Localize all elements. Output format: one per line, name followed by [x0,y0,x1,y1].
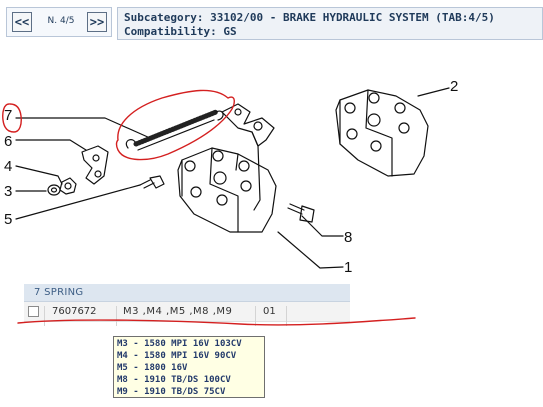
pagination: << N. 4/5 >> [6,7,112,37]
spring-part [125,109,224,151]
callout-3: 3 [4,183,12,200]
tooltip-line: M4 - 1580 MPI 16V 90CV [117,351,237,361]
compatibility-row: Compatibility: GS [124,25,237,38]
leader-line-5 [15,184,141,220]
subcategory-label: Subcategory: [124,11,204,24]
model-tooltip: M3 - 1580 MPI 16V 103CV M4 - 1580 MPI 16… [113,336,265,398]
header-bar: << N. 4/5 >> Subcategory: 33102/00 - BRA… [0,0,543,44]
leader-line-7 [15,117,151,139]
page-indicator: N. 4/5 [47,16,75,26]
column-divider [44,306,45,326]
caliper-body-part [177,147,277,233]
next-page-button[interactable]: >> [87,12,107,32]
subcategory-info: Subcategory: 33102/00 - BRAKE HYDRAULIC … [117,7,543,40]
prev-page-button[interactable]: << [12,12,32,32]
tooltip-line: M9 - 1910 TB/DS 75CV [117,387,226,397]
callout-6: 6 [4,133,12,150]
callout-4: 4 [4,158,12,175]
compatibility-label: Compatibility: [124,25,217,38]
clip-part [81,145,109,185]
compatibility-value: GS [223,25,237,38]
caliper-body-part-2 [335,89,429,177]
leader-line-4 [15,165,63,185]
column-divider [116,306,117,326]
washer-part [47,184,61,196]
tooltip-line: M3 - 1580 MPI 16V 103CV [117,339,242,349]
leader-line-8 [301,215,344,237]
table-row[interactable]: 7607672 M3 ,M4 ,M5 ,M8 ,M9 01 [24,302,350,326]
callout-5: 5 [4,211,12,228]
leader-line-6 [15,139,87,151]
bolt-part-5 [139,175,165,189]
part-code: 7607672 [52,306,97,317]
subcategory-row: Subcategory: 33102/00 - BRAKE HYDRAULIC … [124,11,495,24]
tooltip-line: M5 - 1800 16V [117,363,188,373]
exploded-parts-diagram: 7 6 4 3 5 2 8 1 [4,78,458,276]
column-divider [286,306,287,326]
upper-bracket-part [221,103,275,211]
nut-part [59,177,77,195]
leader-line-2 [417,87,450,97]
bolt-part-8 [287,203,315,223]
callout-8: 8 [344,229,352,246]
callout-7: 7 [4,107,12,124]
part-quantity: 01 [263,306,276,317]
part-models[interactable]: M3 ,M4 ,M5 ,M8 ,M9 [123,306,233,317]
select-part-checkbox[interactable] [28,306,39,317]
column-divider [255,306,256,326]
leader-line-1 [277,231,344,269]
part-group-header: 7 SPRING [24,284,350,302]
callout-2: 2 [450,78,458,95]
parts-table: 7 SPRING 7607672 M3 ,M4 ,M5 ,M8 ,M9 01 [24,284,350,326]
subcategory-value: 33102/00 - BRAKE HYDRAULIC SYSTEM (TAB:4… [210,11,495,24]
callout-1: 1 [344,259,352,276]
tooltip-line: M8 - 1910 TB/DS 100CV [117,375,231,385]
